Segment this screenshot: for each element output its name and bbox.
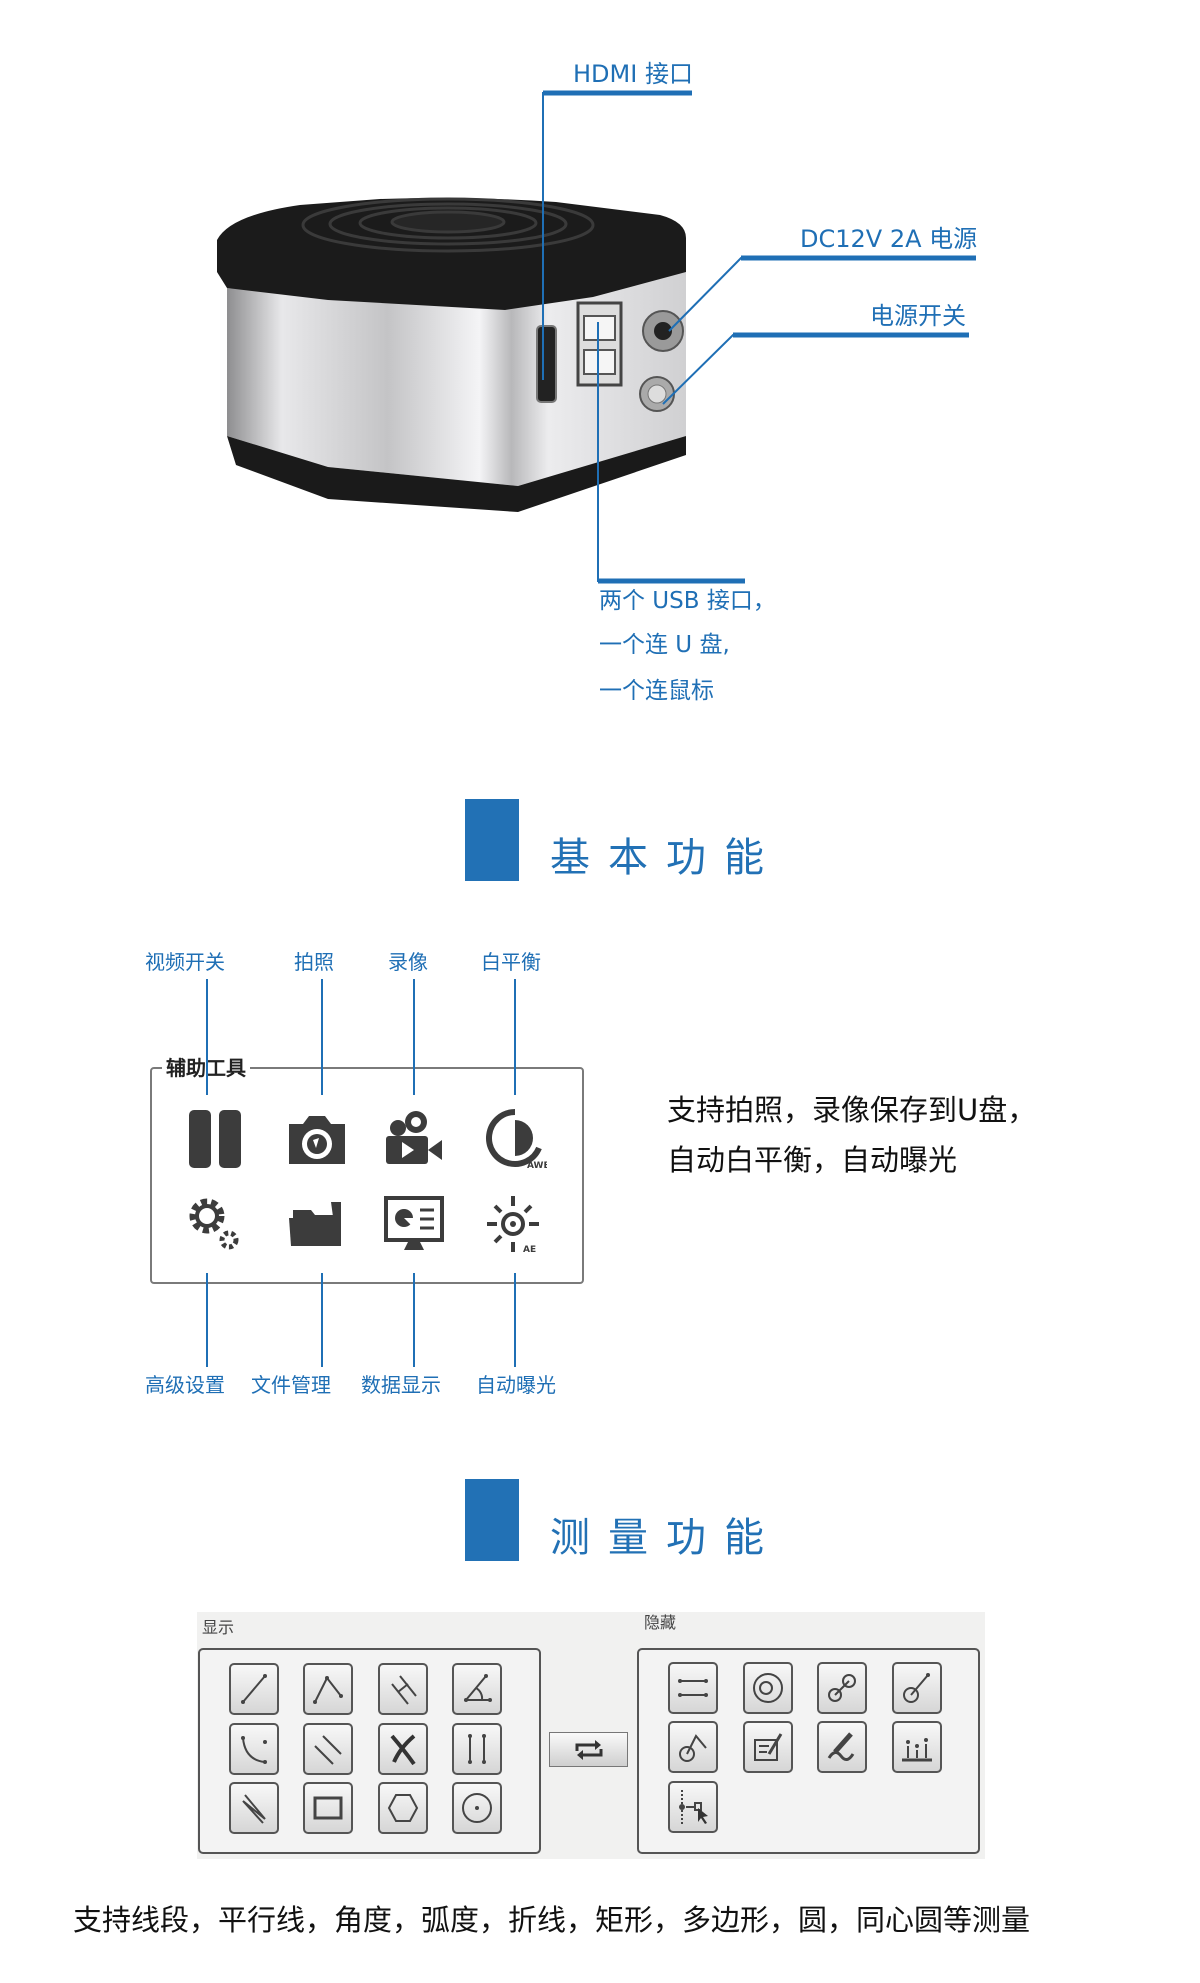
circle-icon: [462, 1793, 492, 1823]
angle-icon: [463, 1674, 492, 1702]
arc-icon: [241, 1736, 267, 1764]
settings-gears-icon[interactable]: [183, 1192, 247, 1256]
label-auto-exposure: 自动曝光: [476, 1373, 556, 1397]
measure-tool-button[interactable]: [743, 1662, 793, 1714]
measure-tool-button[interactable]: [303, 1723, 353, 1775]
show-label: 显示: [202, 1618, 235, 1637]
measure-tool-button[interactable]: [229, 1723, 279, 1775]
dc-power-label: DC12V 2A 电源: [800, 225, 978, 253]
measure-tool-button[interactable]: [668, 1781, 718, 1833]
circle-line-icon: [903, 1673, 930, 1703]
label-capture: 拍照: [294, 950, 334, 974]
callout-lines: [542, 90, 976, 584]
parallel-lines-icon: [314, 1735, 342, 1765]
calibration-icon: [679, 1790, 708, 1824]
folder-icon[interactable]: [285, 1192, 349, 1256]
measure-tool-button[interactable]: [229, 1782, 279, 1834]
vertical-lines-icon: [468, 1734, 486, 1764]
camera-icon[interactable]: [285, 1106, 349, 1170]
perpendicular-icon: [313, 1676, 343, 1704]
basic-description-line-1: 支持拍照，录像保存到U盘，: [667, 1093, 1037, 1127]
label-record: 录像: [388, 950, 428, 974]
line-segment-icon: [241, 1674, 267, 1704]
label-advanced-settings: 高级设置: [145, 1373, 225, 1397]
video-camera-icon[interactable]: [382, 1106, 446, 1170]
measure-tool-button[interactable]: [378, 1663, 428, 1715]
polyline-icon: [242, 1794, 266, 1824]
auto-exposure-icon[interactable]: AE: [483, 1192, 547, 1256]
polygon-icon: [387, 1794, 419, 1822]
delete-icon: [390, 1734, 416, 1766]
measure-tool-button[interactable]: [452, 1723, 502, 1775]
measure-tool-button[interactable]: [817, 1721, 867, 1773]
measure-tool-button[interactable]: [378, 1782, 428, 1834]
camera-body: [217, 197, 686, 512]
label-file-manager: 文件管理: [251, 1373, 331, 1397]
measure-tool-button[interactable]: [229, 1663, 279, 1715]
annotation-icon: [754, 1733, 783, 1761]
measure-tool-button[interactable]: [817, 1662, 867, 1714]
section-title-measure: 测量功能: [550, 1515, 782, 1561]
measure-tool-button[interactable]: [743, 1721, 793, 1773]
parallel-distance-icon: [391, 1675, 417, 1705]
usb-label-line-3: 一个连鼠标: [599, 678, 714, 704]
usb-ports: [576, 301, 623, 387]
measure-tool-button[interactable]: [668, 1721, 718, 1773]
swap-button[interactable]: [549, 1732, 628, 1767]
measure-tool-button[interactable]: [668, 1662, 718, 1714]
measure-tool-button[interactable]: [452, 1782, 502, 1834]
concentric-circle-icon: [753, 1673, 783, 1703]
measure-tool-button[interactable]: [303, 1663, 353, 1715]
hdmi-port-label: HDMI 接口: [573, 60, 693, 88]
basic-description-line-2: 自动白平衡，自动曝光: [667, 1143, 958, 1177]
label-white-balance: 白平衡: [481, 950, 541, 974]
camera-illustration: [217, 90, 976, 584]
measure-tool-button[interactable]: [892, 1721, 942, 1773]
power-switch-label: 电源开关: [870, 302, 966, 330]
dc-power-jack: [642, 310, 684, 352]
white-balance-icon[interactable]: AWB: [483, 1106, 547, 1170]
swap-icon: [575, 1739, 602, 1760]
hdmi-port: [536, 325, 557, 403]
rectangle-icon: [313, 1796, 343, 1820]
measure-tool-button[interactable]: [378, 1723, 428, 1775]
label-data-display: 数据显示: [361, 1373, 441, 1397]
horizontal-lines-icon: [678, 1679, 708, 1697]
measure-tool-button[interactable]: [452, 1663, 502, 1715]
section-marker: [465, 1479, 519, 1561]
measure-tool-button[interactable]: [303, 1782, 353, 1834]
measure-tool-button[interactable]: [892, 1662, 942, 1714]
data-display-icon[interactable]: [382, 1192, 446, 1256]
section-marker: [465, 799, 519, 881]
freehand-icon: [827, 1732, 855, 1761]
point-count-icon: [902, 1738, 932, 1762]
ae-text: AE: [523, 1245, 536, 1255]
circle-angle-icon: [679, 1734, 707, 1762]
power-switch: [639, 376, 675, 412]
label-video-toggle: 视频开关: [145, 950, 225, 974]
usb-label-line-2: 一个连 U 盘,: [599, 632, 730, 658]
pause-icon[interactable]: [183, 1106, 247, 1170]
usb-label-line-1: 两个 USB 接口，: [599, 588, 776, 614]
section-title-basic: 基本功能: [550, 835, 782, 881]
two-circles-icon: [828, 1674, 856, 1702]
hide-label: 隐藏: [644, 1613, 677, 1632]
measure-description: 支持线段，平行线，角度，弧度，折线，矩形，多边形，圆，同心圆等测量: [73, 1903, 1031, 1937]
aux-tool-connectors: [206, 979, 516, 1367]
awb-text: AWB: [527, 1161, 547, 1170]
